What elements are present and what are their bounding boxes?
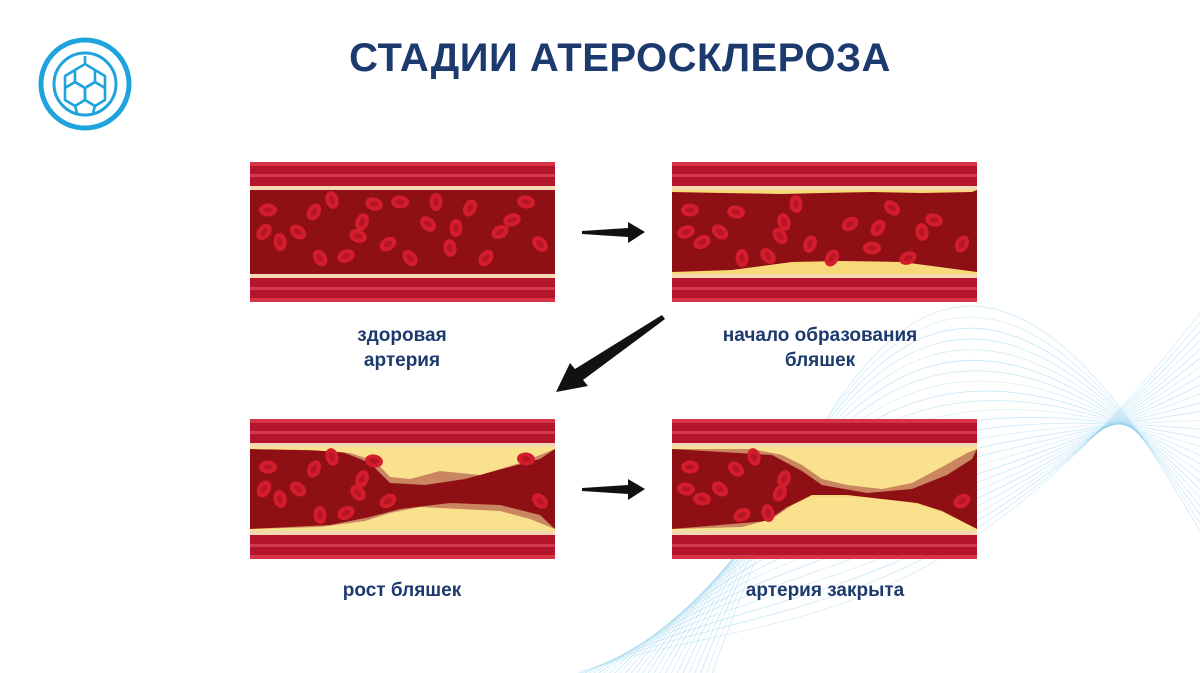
caption-line: начало образования xyxy=(722,325,918,346)
page-title: СТАДИИ АТЕРОСКЛЕРОЗА xyxy=(349,36,891,80)
caption-line: рост бляшек xyxy=(342,580,462,601)
artery-closed xyxy=(672,419,977,559)
artery-plaque-start xyxy=(672,162,977,302)
caption-plaque-start: начало образования бляшек xyxy=(650,323,990,373)
artery-plaque-growth xyxy=(250,419,555,559)
caption-line: артерия xyxy=(363,350,441,371)
artery-healthy xyxy=(250,162,555,302)
arrow-right-icon xyxy=(582,479,645,500)
logo-icon xyxy=(38,37,132,131)
caption-plaque-growth: рост бляшек xyxy=(232,578,572,603)
arrow-right-icon xyxy=(582,222,645,243)
caption-line: здоровая xyxy=(357,325,447,346)
caption-artery-closed: артерия закрыта xyxy=(655,578,995,603)
arrow-diagonal-icon xyxy=(556,315,665,392)
caption-line: бляшек xyxy=(784,350,856,371)
caption-line: артерия закрыта xyxy=(745,580,905,601)
caption-healthy-artery: здоровая артерия xyxy=(232,323,572,373)
